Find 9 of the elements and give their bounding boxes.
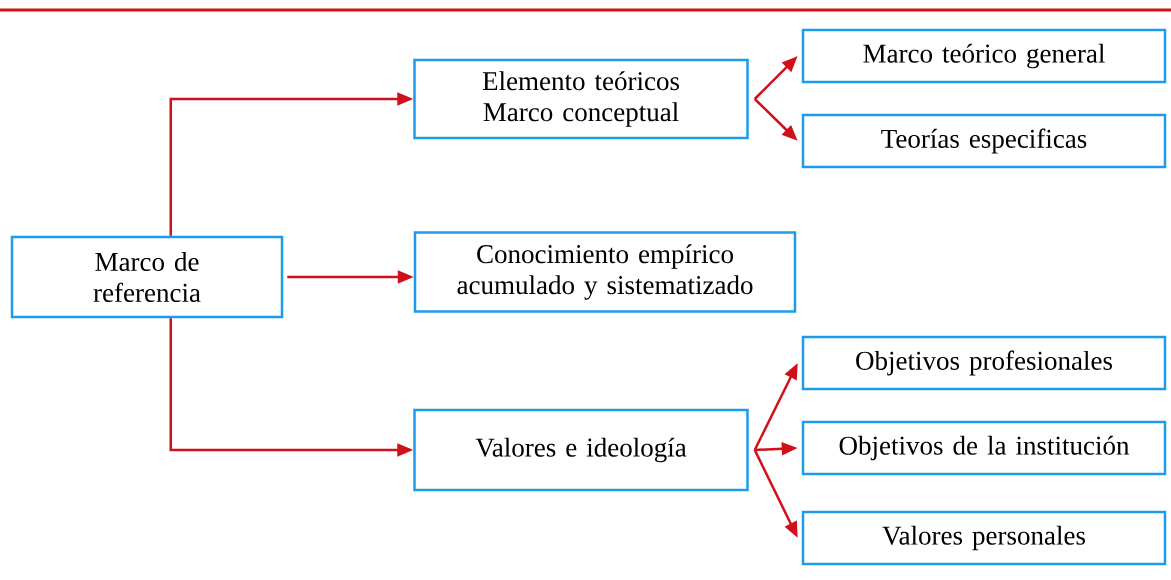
- text-box: Marco teórico general: [801, 28, 1167, 84]
- text-box: Valores e ideología: [413, 408, 749, 492]
- text-box: Marco de referencia: [10, 235, 284, 319]
- text-box: Objetivos profesionales: [801, 335, 1167, 391]
- text-box: Objetivos de la institución: [801, 420, 1167, 476]
- text-box: Teorías especificas: [801, 113, 1167, 169]
- text-box: Elemento teóricos Marco conceptual: [413, 58, 749, 140]
- text-box: Conocimiento empírico acumulado y sistematizado: [413, 231, 797, 313]
- text-box: Valores personales: [801, 510, 1167, 566]
